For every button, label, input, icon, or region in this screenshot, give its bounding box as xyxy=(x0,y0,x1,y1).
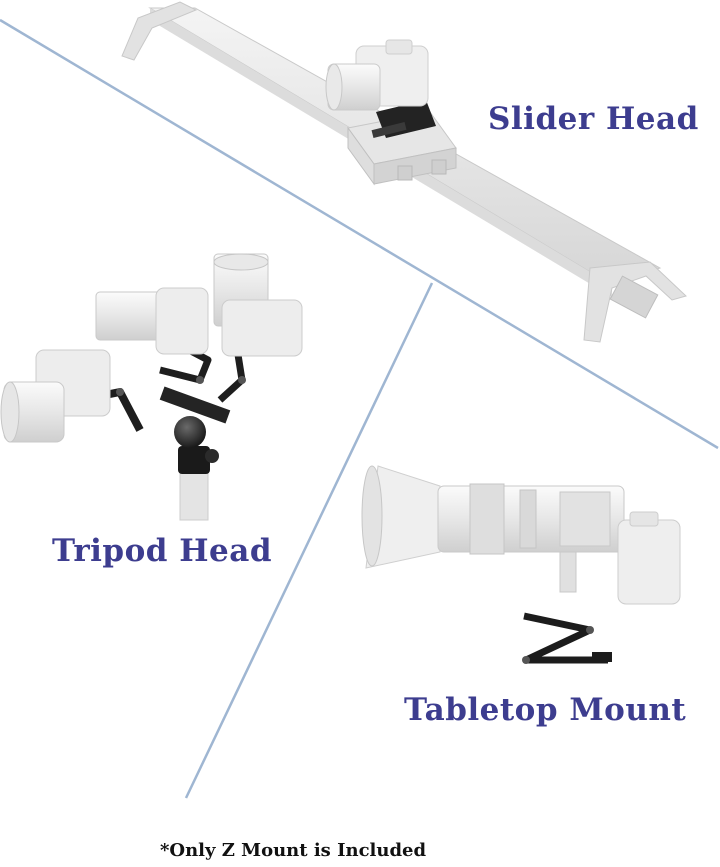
slider-head-label: Slider Head xyxy=(488,101,699,137)
tripod-illustration xyxy=(0,253,303,521)
divider-line-diagonal xyxy=(0,18,719,450)
tabletop-illustration xyxy=(361,465,681,664)
divider-line-vertical xyxy=(184,282,434,799)
slider-illustration xyxy=(121,1,687,343)
tabletop-mount-label: Tabletop Mount xyxy=(404,692,687,728)
tripod-head-label: Tripod Head xyxy=(52,533,273,569)
footnote: *Only Z Mount is Included xyxy=(160,840,427,861)
